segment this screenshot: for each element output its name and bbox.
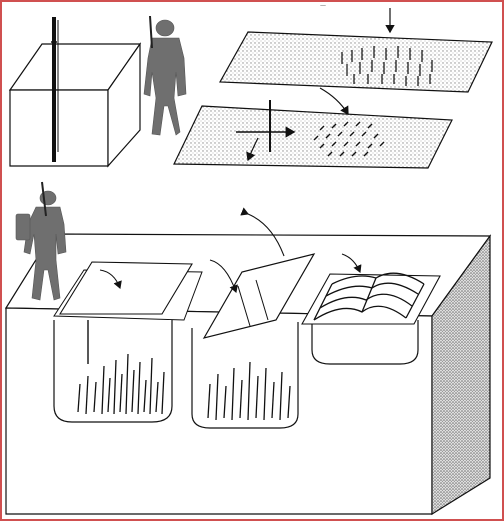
pit-one <box>53 261 203 423</box>
pit-two-tilted-panel <box>202 253 316 339</box>
pit-one-panel <box>59 261 193 315</box>
lower-panel-curved-arrow <box>246 137 259 162</box>
pit-three <box>301 253 441 365</box>
pit-two-top-arrow <box>240 207 285 257</box>
lower-stippled-panel <box>173 87 453 169</box>
soldier-silhouette-icon <box>143 15 187 136</box>
panel-transfer-arrow <box>319 87 349 116</box>
pit-two <box>191 207 316 429</box>
cube-side-face <box>107 42 141 168</box>
cube-with-rod-illustration <box>8 17 142 168</box>
trench-side-face <box>431 234 491 516</box>
pit-two-curved-arrow <box>209 259 238 294</box>
pit-three-arrow <box>341 253 362 274</box>
top-mark: — <box>320 2 327 9</box>
upper-stippled-panel <box>218 8 493 93</box>
pit-one-stakes <box>77 353 165 415</box>
cube-front-face <box>9 89 109 167</box>
pit-one-arrow <box>99 269 122 290</box>
pit-two-stakes <box>207 361 291 421</box>
soldier-left-silhouette-icon <box>15 181 67 301</box>
pit-three-bent-panels <box>313 272 425 321</box>
lower-panel-slash-marks <box>313 121 385 157</box>
upper-panel-stakes <box>341 46 433 86</box>
